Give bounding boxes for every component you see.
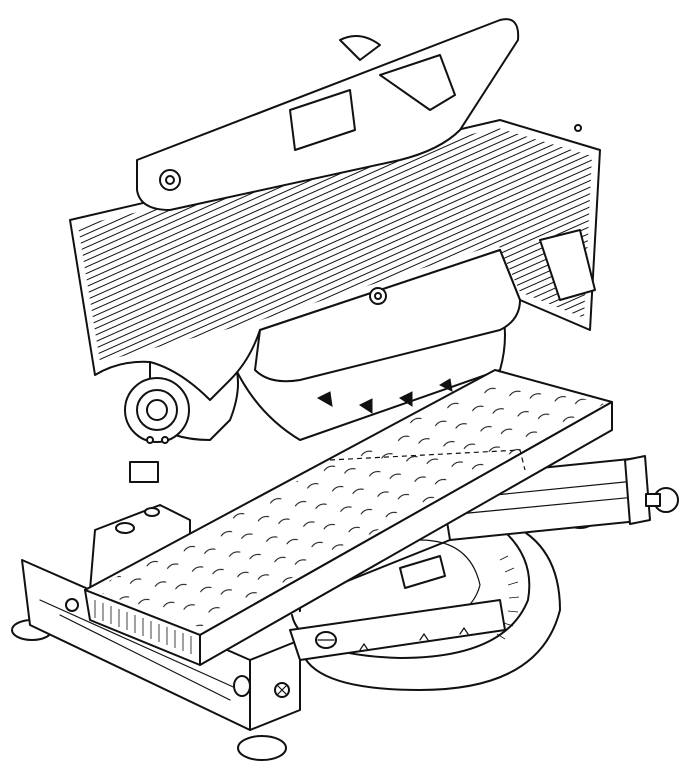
side-clamp — [129, 461, 159, 483]
table-apron — [254, 249, 521, 383]
workpiece — [84, 369, 613, 666]
guard-window — [379, 54, 456, 111]
base-corner — [249, 639, 301, 731]
base-bolt-left — [65, 598, 79, 612]
blade-guard — [136, 18, 520, 211]
rail-end-cap — [624, 455, 651, 525]
foot-front — [237, 735, 287, 761]
wood-grain — [92, 376, 604, 628]
cut-line — [329, 449, 526, 471]
guard-fin — [339, 35, 381, 61]
miter-lock-block — [399, 555, 446, 589]
detent-notches — [359, 626, 469, 651]
miter-scale — [496, 555, 520, 640]
workpiece-front-face — [199, 401, 613, 666]
table-right-tab — [539, 229, 596, 301]
table-ribbing — [78, 128, 592, 362]
guard-label-plate — [289, 89, 356, 151]
turntable-arm — [289, 599, 506, 661]
base-knob — [233, 675, 251, 697]
turntable — [289, 519, 561, 691]
rail-knob-stem — [645, 493, 661, 507]
end-grain — [94, 600, 192, 654]
